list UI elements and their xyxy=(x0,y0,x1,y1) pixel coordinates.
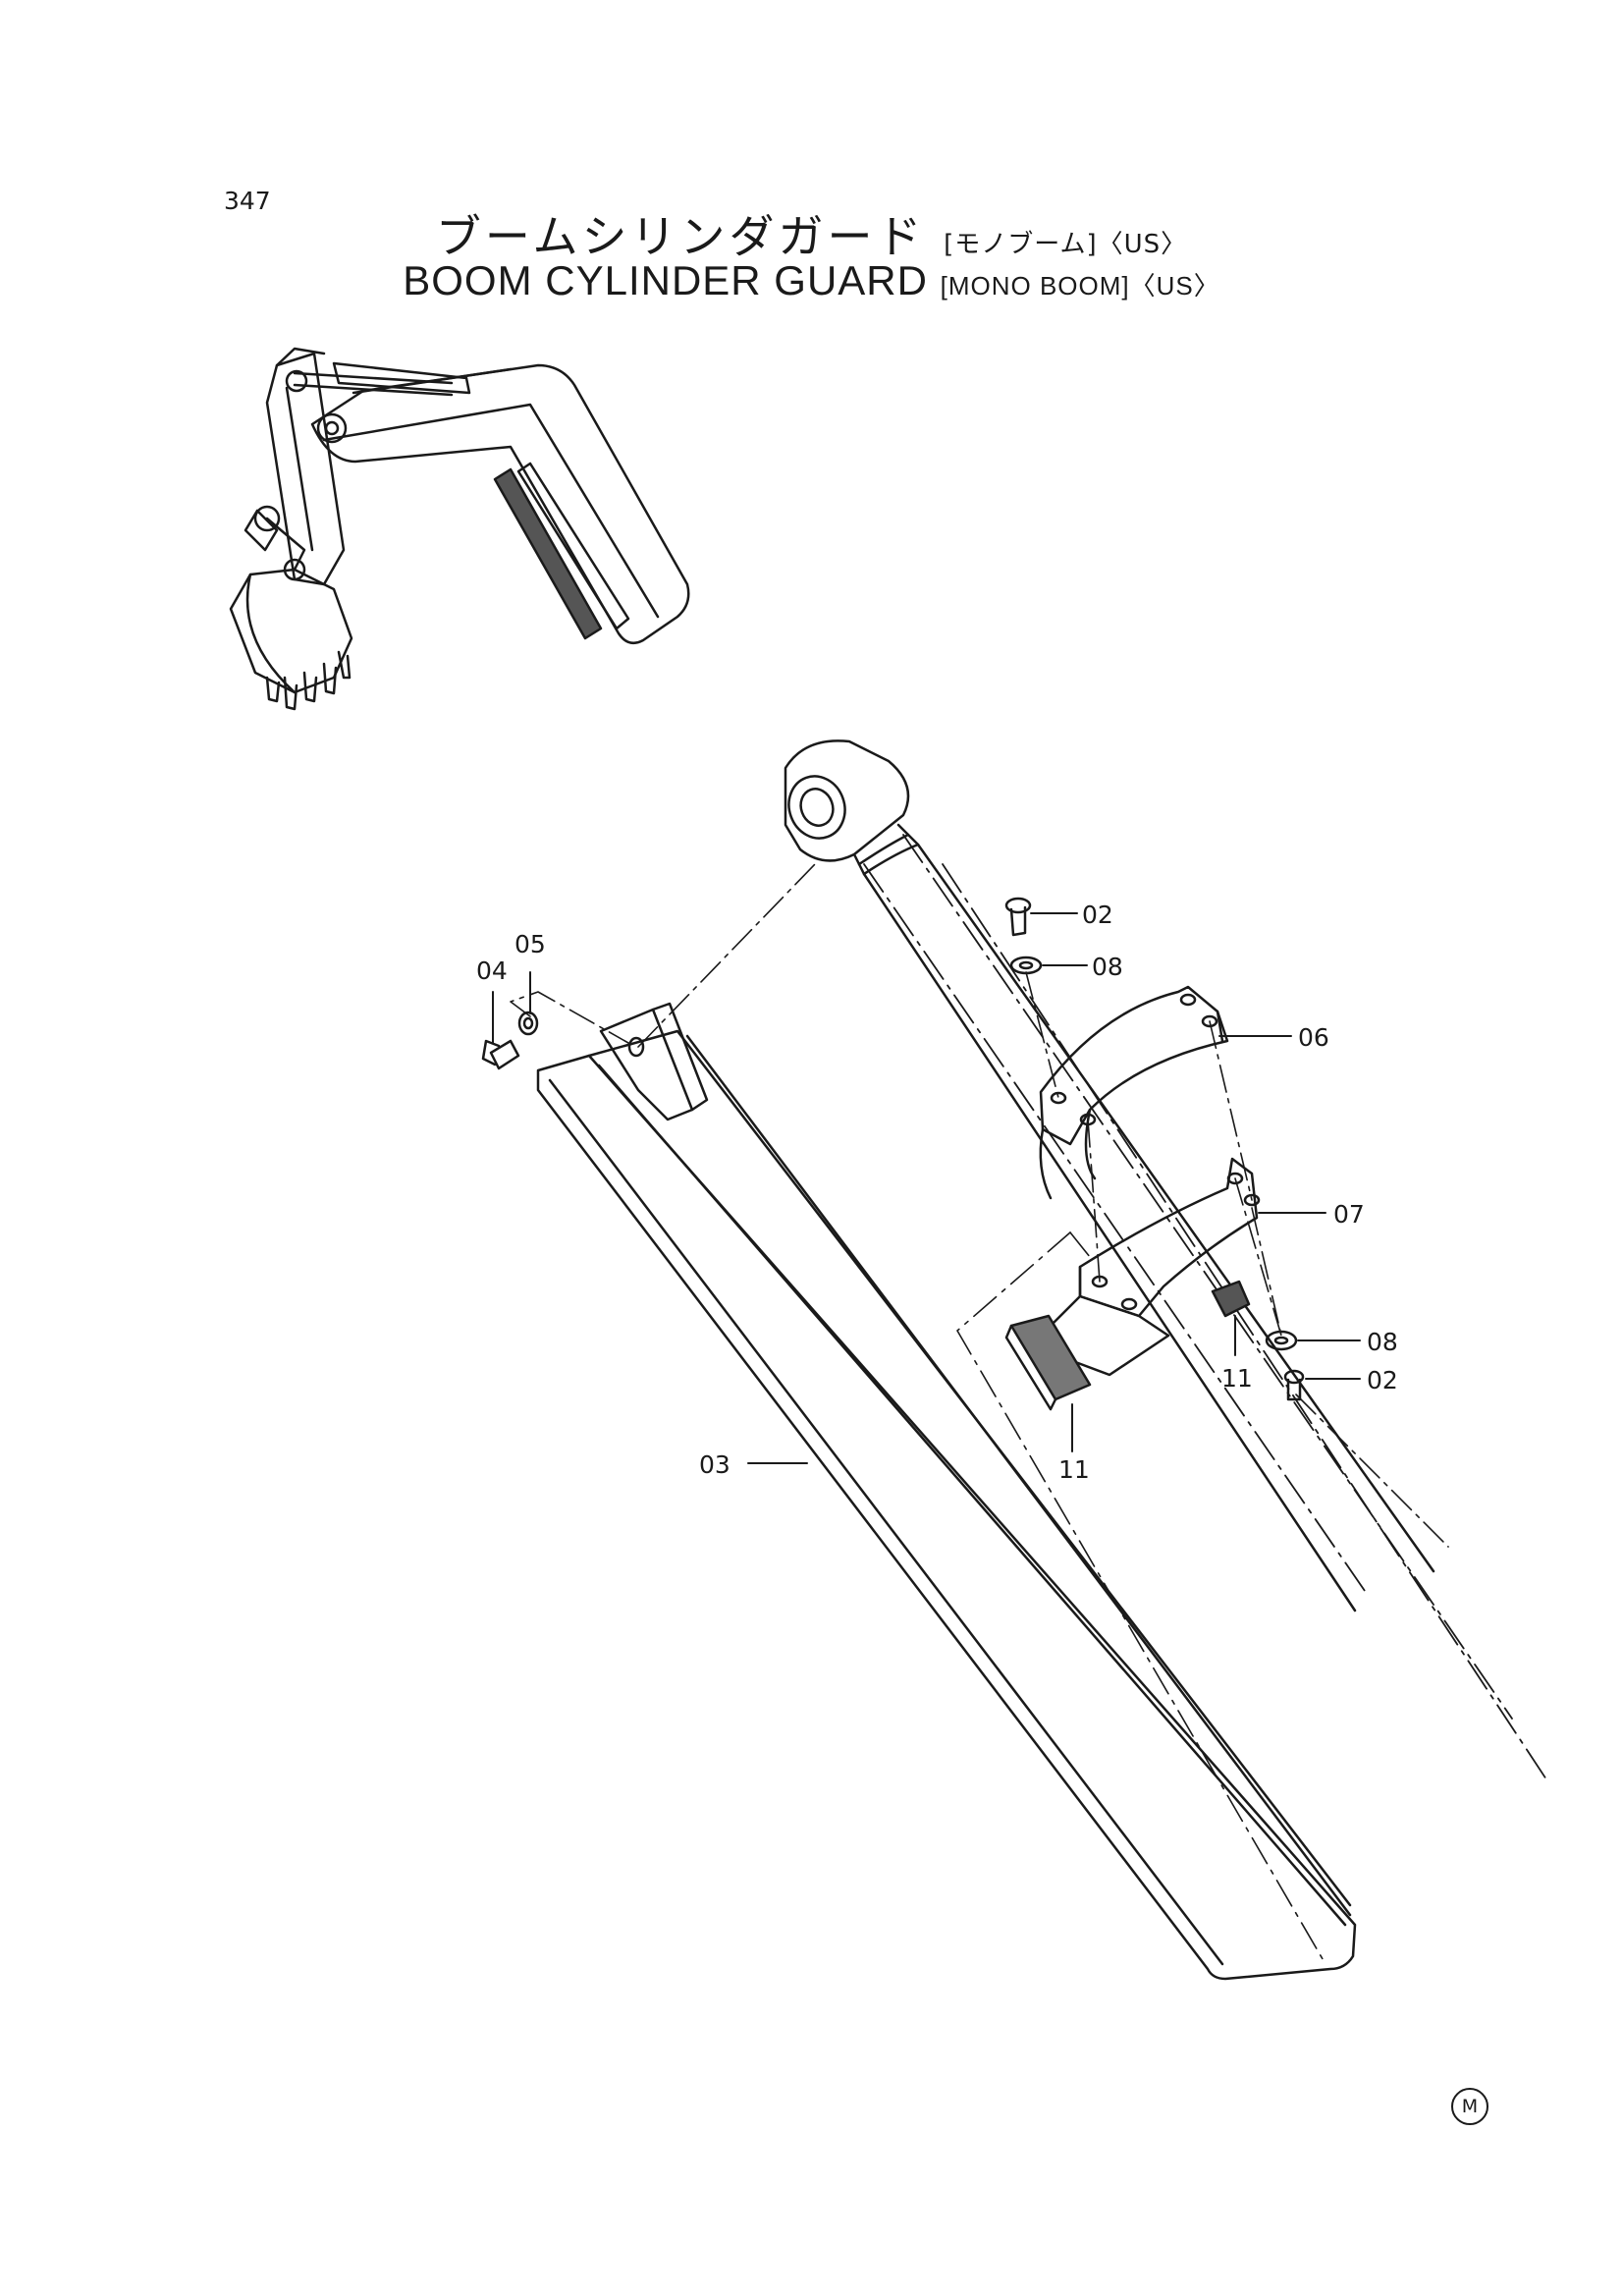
excavator-overview-illustration xyxy=(229,347,690,711)
callout-11-right: 11 xyxy=(1221,1364,1253,1393)
cylinder-assembly-drawing xyxy=(481,739,1547,1981)
bolt-02-bottom xyxy=(1283,1369,1305,1401)
title-japanese: ブームシリンダガード [モノブーム]〈US〉 xyxy=(0,201,1623,266)
title-english-sub: [MONO BOOM]〈US〉 xyxy=(940,271,1220,301)
title-japanese-sub: [モノブーム]〈US〉 xyxy=(944,230,1188,259)
rubber-pad-left xyxy=(1004,1314,1092,1411)
callout-03: 03 xyxy=(699,1450,730,1479)
washer-08-bottom xyxy=(1265,1330,1298,1351)
callout-08-bottom: 08 xyxy=(1367,1328,1398,1356)
lower-clamp-band xyxy=(1049,1157,1261,1377)
callout-08-top: 08 xyxy=(1092,953,1123,981)
callout-04: 04 xyxy=(476,957,508,985)
page-number: 347 xyxy=(224,187,271,215)
callout-06: 06 xyxy=(1298,1023,1329,1052)
title-english: BOOM CYLINDER GUARD [MONO BOOM]〈US〉 xyxy=(0,257,1623,304)
callout-02-top: 02 xyxy=(1082,901,1113,929)
washer-05 xyxy=(517,1011,539,1036)
callout-11-left: 11 xyxy=(1058,1455,1090,1484)
rubber-pad-right xyxy=(1211,1280,1251,1318)
guard-plate xyxy=(536,1002,1357,1981)
bolt-02-top xyxy=(1004,897,1032,937)
callout-05: 05 xyxy=(514,930,546,958)
cylinder-eye xyxy=(784,739,910,862)
bolt-04 xyxy=(481,1039,520,1070)
washer-08-top xyxy=(1009,956,1043,975)
upper-clamp-band xyxy=(1039,985,1229,1200)
title-english-main: BOOM CYLINDER GUARD xyxy=(403,257,928,303)
corner-mark: M xyxy=(1451,2088,1488,2125)
callout-02-bottom: 02 xyxy=(1367,1366,1398,1394)
title-japanese-main: ブームシリンダガード xyxy=(435,210,926,263)
callout-07: 07 xyxy=(1333,1200,1365,1229)
